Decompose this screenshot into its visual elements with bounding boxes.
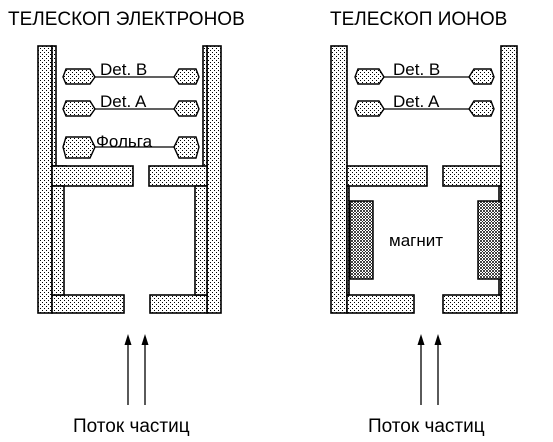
ion-middle-diaphragm-left	[346, 165, 428, 187]
det-b-left-contact	[62, 68, 96, 85]
det-a-electron: Det. A	[62, 92, 200, 117]
ion-left-outer-wall	[330, 45, 348, 314]
upper-right-liner	[202, 45, 208, 168]
foil-electron: Фольга	[62, 132, 200, 159]
ion-middle-diaphragm-right	[442, 165, 502, 187]
det-a-label: Det. A	[100, 92, 147, 111]
electron-flux-caption: Поток частиц	[73, 416, 190, 437]
lower-left-liner	[51, 185, 65, 296]
ion-det-b-label: Det. B	[393, 60, 440, 79]
electron-telescope-title: ТЕЛЕСКОП ЭЛЕКТРОНОВ	[8, 9, 245, 30]
upper-left-liner	[51, 45, 57, 168]
ion-det-b-left-contact	[354, 68, 385, 85]
ion-right-outer-wall	[500, 45, 518, 314]
ion-bottom-diaphragm-left	[346, 294, 415, 314]
magnet-left	[349, 200, 374, 280]
foil-right-contact	[173, 136, 200, 159]
det-a-right-contact	[173, 100, 200, 117]
det-a-left-contact	[62, 100, 96, 117]
lower-right-liner	[194, 185, 208, 296]
det-b-electron: Det. B	[62, 60, 200, 85]
det-b-label: Det. B	[100, 60, 147, 79]
foil-left-contact	[62, 136, 96, 159]
ion-det-a-label: Det. A	[393, 92, 440, 111]
left-outer-wall	[37, 45, 53, 314]
electron-telescope: ТЕЛЕСКОП ЭЛЕКТРОНОВ Det. B	[8, 9, 245, 437]
det-a-ion: Det. A	[354, 92, 495, 117]
det-b-ion: Det. B	[354, 60, 495, 85]
particle-flux-arrows-electron	[124, 334, 149, 405]
right-outer-wall	[206, 45, 222, 314]
ion-telescope: ТЕЛЕСКОП ИОНОВ магнит Det. B Det. A	[330, 9, 518, 437]
bottom-diaphragm-right	[149, 294, 208, 314]
ion-bottom-diaphragm-right	[442, 294, 502, 314]
ion-telescope-title: ТЕЛЕСКОП ИОНОВ	[330, 9, 507, 30]
middle-diaphragm-left	[51, 165, 134, 187]
foil-label: Фольга	[96, 132, 153, 151]
bottom-diaphragm-left	[51, 294, 125, 314]
det-b-right-contact	[173, 68, 200, 85]
middle-diaphragm-right	[148, 165, 208, 187]
magnet-label: магнит	[389, 231, 443, 250]
ion-det-a-left-contact	[354, 100, 385, 117]
ion-lower-left-liner	[346, 185, 350, 296]
ion-det-a-right-contact	[468, 100, 495, 117]
ion-det-b-right-contact	[468, 68, 495, 85]
particle-flux-arrows-ion	[417, 334, 442, 405]
ion-flux-caption: Поток частиц	[368, 416, 485, 437]
magnet-right	[477, 200, 502, 280]
